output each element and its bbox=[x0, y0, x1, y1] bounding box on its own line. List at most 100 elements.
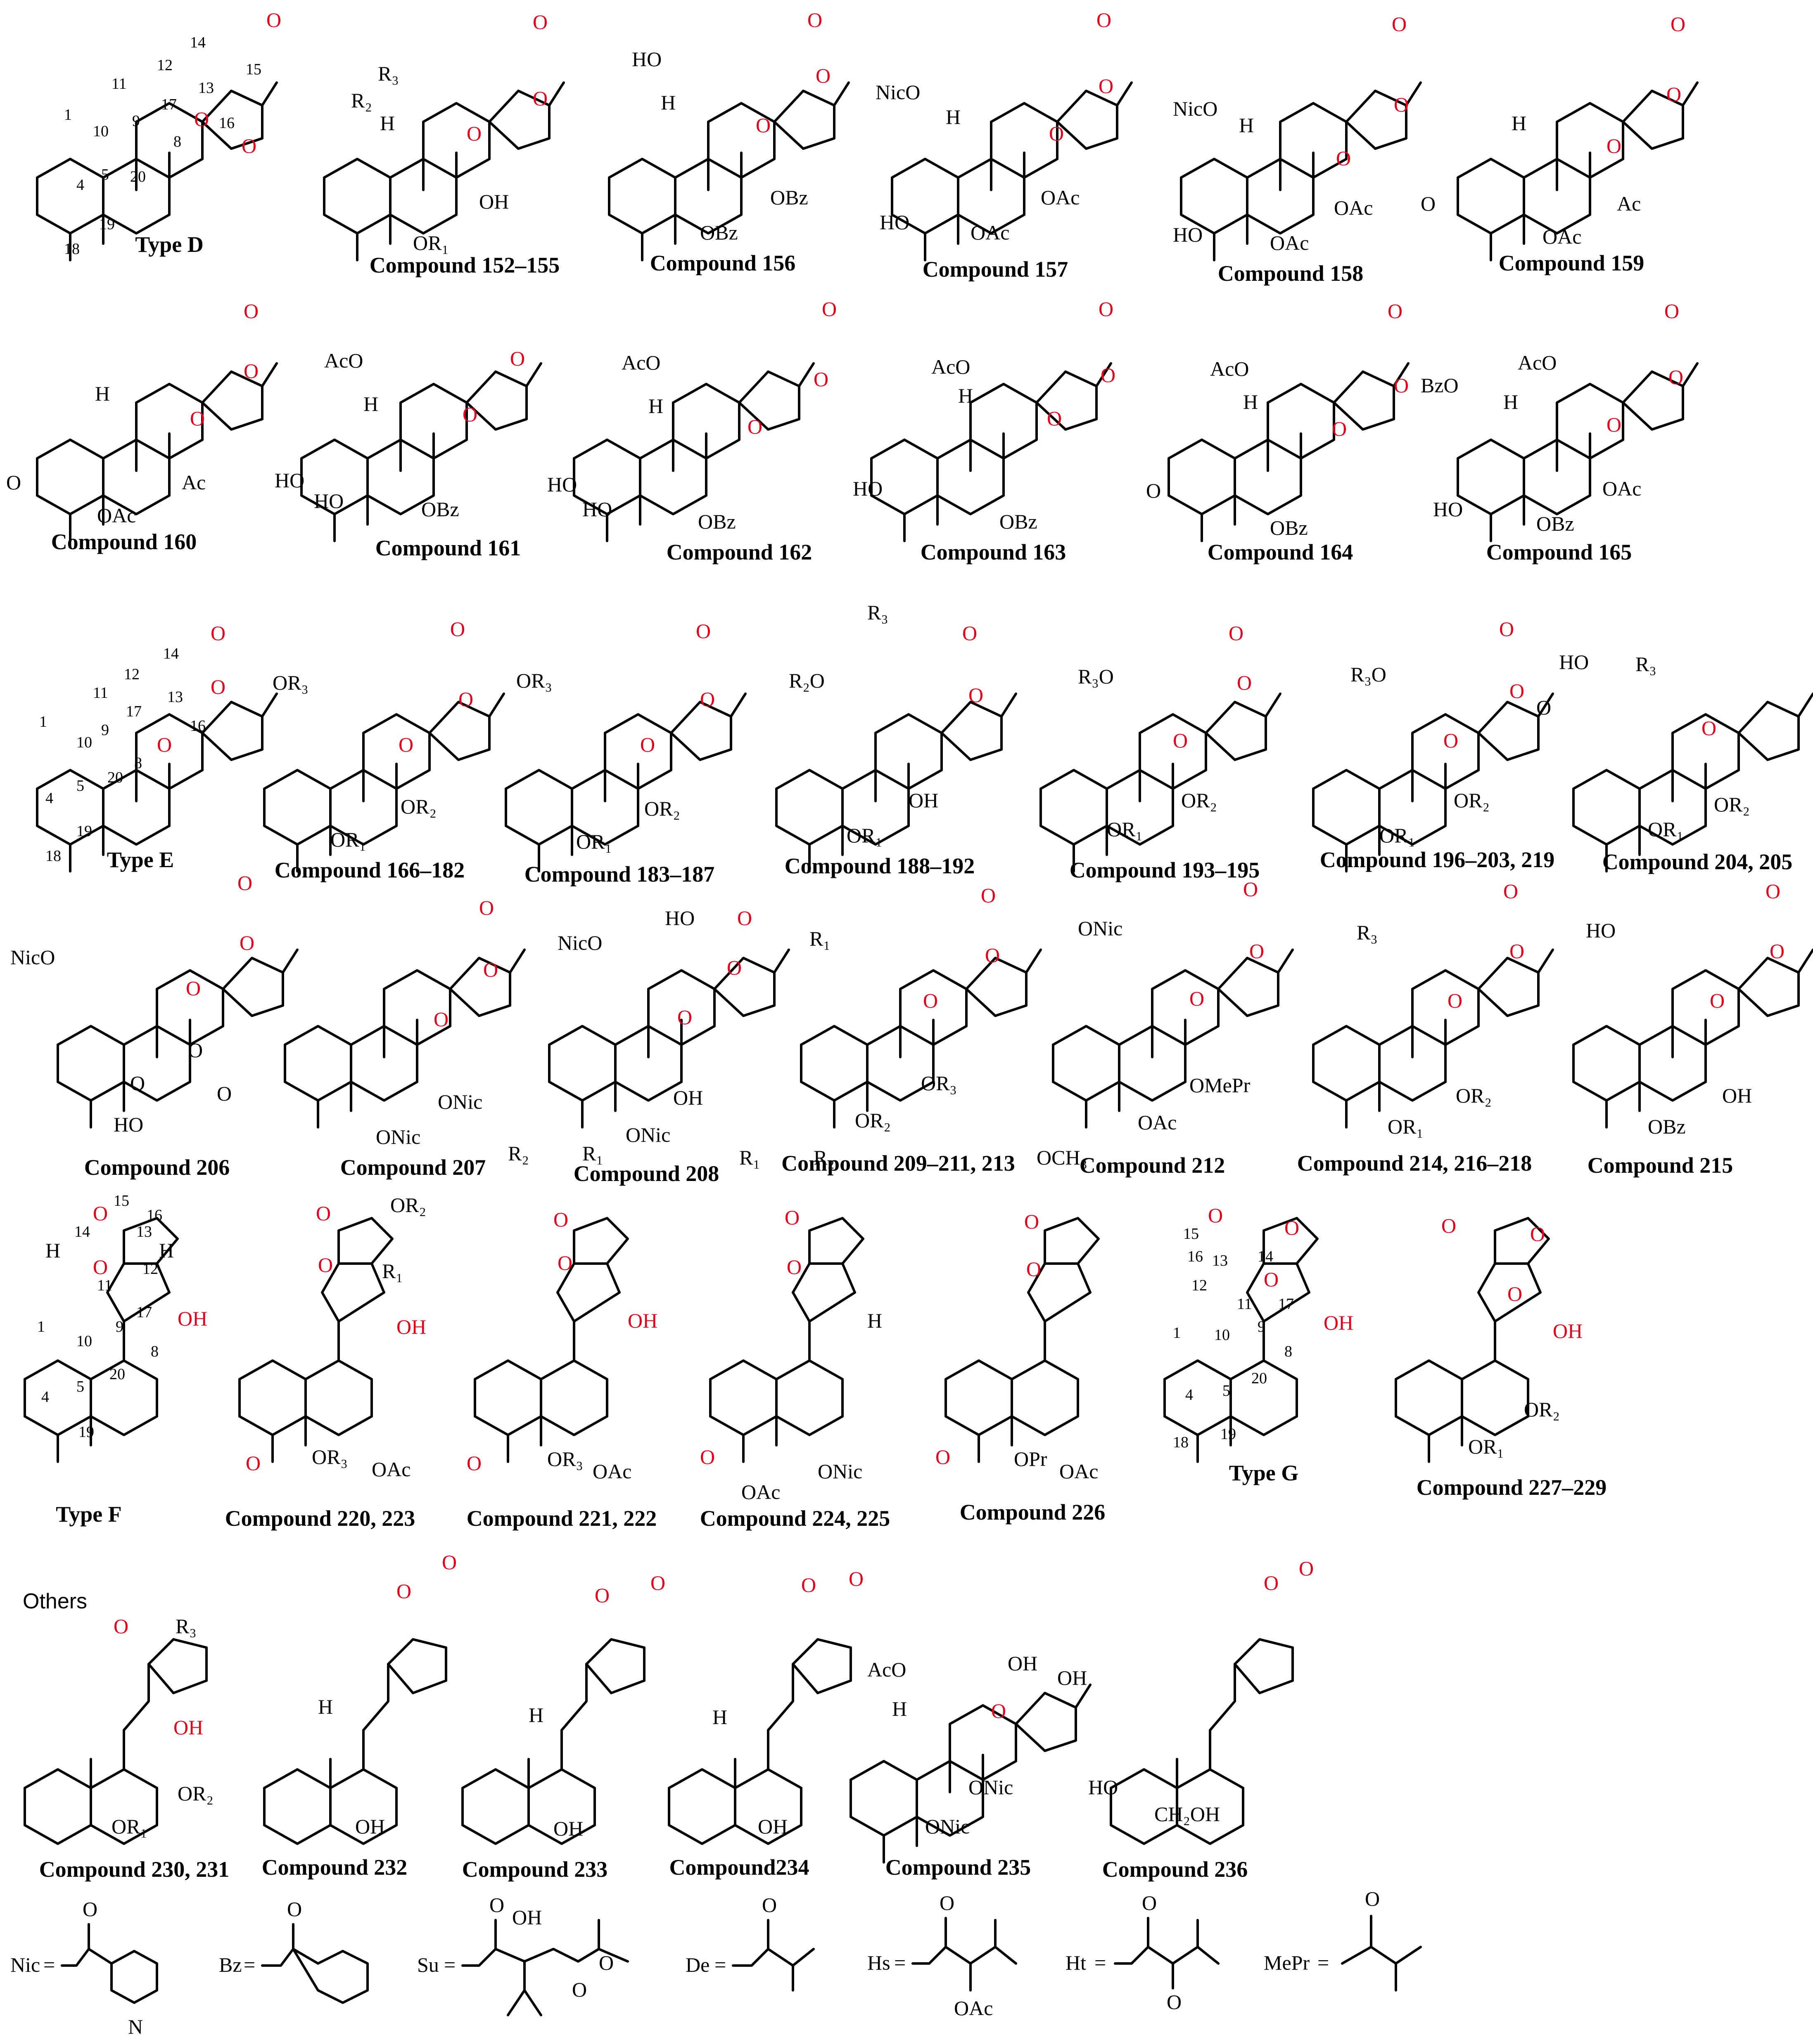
hydrogen-label: H bbox=[1503, 390, 1518, 413]
structure-compound-156: O O O HO H OBz OBz Compound 156 bbox=[609, 8, 849, 275]
substituent-r3: R₃ bbox=[176, 1615, 197, 1638]
substituent-r1: R₁ bbox=[809, 927, 831, 950]
atom-number-20: 20 bbox=[109, 1366, 125, 1383]
acetoxy-label: OAc bbox=[1334, 196, 1373, 219]
carbonyl-oxygen-label: O bbox=[737, 906, 752, 930]
caption-compound-224-225: Compound 224, 225 bbox=[700, 1506, 890, 1531]
caption-compound-160: Compound 160 bbox=[51, 529, 197, 554]
caption-compound-162: Compound 162 bbox=[667, 540, 812, 564]
caption-type-e: Type E bbox=[107, 847, 174, 872]
structure-type-d: O O O 1 4 5 8 9 10 11 12 13 14 15 16 17 … bbox=[37, 8, 281, 260]
structure-compound-234: O O H OH Compound234 bbox=[669, 1567, 864, 1880]
hydroxyl-label: OH bbox=[1324, 1311, 1353, 1334]
substituent-or2: OR₂ bbox=[1456, 1084, 1492, 1107]
hydrogen-label: H bbox=[867, 1309, 882, 1332]
structure-compound-162: O O O AcO H HO HO OBz Compound 162 bbox=[547, 297, 837, 564]
atom-number-14: 14 bbox=[163, 645, 179, 662]
legend-nic: Nic = O N bbox=[10, 1897, 158, 2038]
hydroxyl-label-2: OH bbox=[1057, 1666, 1087, 1689]
structure-type-e: O O O 1 4 5 8 9 10 11 12 13 14 16 17 18 … bbox=[37, 621, 277, 872]
ether-oxygen-label: O bbox=[748, 415, 762, 438]
others-section-label: Others bbox=[23, 1589, 87, 1613]
legend-ht-label: Ht bbox=[1065, 1951, 1086, 1974]
ring-oxygen-label: O bbox=[1024, 1210, 1039, 1233]
ring-oxygen-label: O bbox=[816, 64, 831, 87]
caption-compound-226: Compound 226 bbox=[960, 1500, 1106, 1525]
acetoxy-label: OAc bbox=[1059, 1460, 1098, 1483]
atom-number-15: 15 bbox=[114, 1192, 129, 1209]
hydrogen-label: H bbox=[380, 111, 395, 135]
hydroxyl-label: HO bbox=[1173, 223, 1203, 246]
legend-mepr-label: MePr bbox=[1264, 1951, 1310, 1974]
caption-compound-208: Compound 208 bbox=[574, 1161, 719, 1186]
atom-number-1: 1 bbox=[64, 106, 72, 123]
atom-number-12: 12 bbox=[142, 1260, 158, 1278]
substituent-or1: OR₁ bbox=[330, 828, 366, 851]
nicotinoyloxy-label: NicO bbox=[876, 81, 920, 104]
benzoyloxy-label: BzO bbox=[1421, 374, 1459, 397]
carbonyl-oxygen-label: O bbox=[450, 617, 465, 640]
benzoyloxy-label: OBz bbox=[770, 186, 808, 209]
caption-compound-159: Compound 159 bbox=[1499, 251, 1645, 275]
substituent-r3o: R₃O bbox=[1350, 663, 1386, 686]
ester-oxygen-label-2: O bbox=[130, 1072, 145, 1095]
substituent-or1: OR₁ bbox=[112, 1815, 147, 1838]
caption-compound-163: Compound 163 bbox=[921, 540, 1066, 564]
ring-oxygen-label: O bbox=[700, 688, 715, 711]
ring-oxygen-label: O bbox=[1666, 83, 1681, 106]
hydroxyl-label: OH bbox=[758, 1815, 788, 1838]
carbonyl-oxygen-label: O bbox=[1096, 8, 1111, 31]
methylpropanoyloxy-label: OMePr bbox=[1189, 1074, 1251, 1097]
substituent-legend: Nic = O N Bz = O Su = O OH O O De = O bbox=[10, 1887, 1422, 2038]
ether-oxygen-label: O bbox=[923, 989, 938, 1012]
atom-number-17: 17 bbox=[136, 1304, 152, 1321]
atom-number-9: 9 bbox=[1258, 1318, 1265, 1335]
structure-compound-232: O O H OH Compound 232 bbox=[262, 1551, 457, 1880]
atom-number-11: 11 bbox=[1237, 1295, 1252, 1313]
structure-compound-196-203-219: O O O R₃O OR₂ OR₁ Compound 196–203, 219 bbox=[1313, 617, 1554, 872]
substituent-or3: OR₃ bbox=[921, 1072, 957, 1095]
substituent-or2: OR₂ bbox=[855, 1109, 891, 1132]
atom-number-11: 11 bbox=[93, 684, 108, 702]
acetoxy-label: AcO bbox=[931, 355, 970, 378]
caption-type-d: Type D bbox=[135, 232, 204, 257]
ether-oxygen-label: O bbox=[1336, 147, 1351, 170]
ring-oxygen-label: O bbox=[93, 1202, 108, 1225]
epoxide-oxygen-label: O bbox=[935, 1445, 950, 1468]
atom-number-20: 20 bbox=[107, 769, 123, 786]
ring-oxygen-label: O bbox=[510, 347, 525, 370]
legend-mepr-o: O bbox=[1365, 1887, 1380, 1910]
caption-compound-212: Compound 212 bbox=[1080, 1153, 1225, 1178]
nicotinoyloxy-label-2: ONic bbox=[626, 1123, 670, 1146]
atom-number-4: 4 bbox=[41, 1388, 49, 1406]
ring-oxygen-label: O bbox=[240, 931, 254, 954]
atom-number-4: 4 bbox=[76, 176, 84, 194]
atom-number-8: 8 bbox=[173, 133, 181, 150]
substituent-or2: OR₂ bbox=[401, 795, 437, 818]
ether-oxygen-label: O bbox=[463, 403, 477, 426]
ring-oxygen-label: O bbox=[1701, 716, 1716, 740]
benzoyloxy-label: OBz bbox=[421, 498, 459, 521]
hydroxyl-label: HO bbox=[1559, 650, 1589, 673]
carbonyl-oxygen-label: O bbox=[1243, 877, 1258, 901]
methoxy-label: OCH₃ bbox=[1037, 1146, 1087, 1169]
legend-mepr-equals: = bbox=[1317, 1951, 1329, 1974]
carbonyl-oxygen-label: O bbox=[237, 871, 252, 894]
caption-compound-221-222: Compound 221, 222 bbox=[467, 1506, 657, 1531]
caption-type-g: Type G bbox=[1229, 1461, 1299, 1485]
atom-number-14: 14 bbox=[190, 34, 206, 51]
ether-oxygen-label: O bbox=[1607, 134, 1621, 157]
caption-compound-215: Compound 215 bbox=[1588, 1153, 1733, 1178]
atom-number-9: 9 bbox=[116, 1318, 123, 1335]
lactone-oxygen-label: O bbox=[1507, 1282, 1522, 1305]
structure-compound-230-231: O R₃ OH OR₂ OR₁ Compound 230, 231 bbox=[25, 1615, 229, 1882]
ring-oxygen-label: O bbox=[991, 1699, 1006, 1722]
carbonyl-oxygen-label: O bbox=[1671, 12, 1685, 36]
substituent-r3: R₃ bbox=[1635, 652, 1656, 676]
acetoxy-label: OAc bbox=[1542, 225, 1581, 248]
legend-hs-label: Hs bbox=[867, 1951, 890, 1974]
ring-oxygen-label: O bbox=[785, 1206, 800, 1229]
legend-hs-equals: = bbox=[894, 1951, 906, 1974]
structure-compound-235: AcO OH OH O H ONic ONic Compound 235 bbox=[851, 1652, 1090, 1880]
acetoxy-label-2: OAc bbox=[971, 221, 1009, 244]
